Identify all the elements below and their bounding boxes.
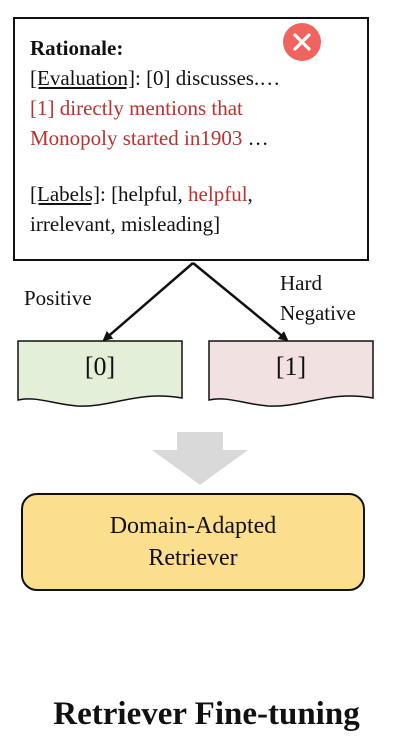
negative-arrow: [192, 262, 289, 342]
evaluation-tag: [Evaluation]: [30, 66, 135, 90]
labels-tag: [Labels]: [30, 182, 100, 206]
highlight-line-1: [1] directly mentions that: [30, 96, 243, 120]
retriever-line-2: Retriever: [148, 545, 238, 571]
hard-negative-label-line1: Hard: [280, 271, 322, 295]
positive-document-label: [0]: [84, 352, 116, 381]
highlight-tail: …: [242, 126, 269, 150]
negative-document-label: [1]: [275, 352, 307, 381]
document-shape: [208, 340, 374, 407]
rationale-heading: Rationale:: [30, 36, 124, 60]
hard-negative-label-line2: Negative: [280, 301, 356, 325]
positive-arrow: [102, 262, 194, 342]
branch-arrows: [102, 262, 289, 342]
labels-line: [Labels]: [helpful, helpful,: [30, 179, 367, 209]
labels-comma: ,: [247, 182, 253, 206]
negative-document: [1]: [208, 340, 374, 408]
evaluation-sep: :: [134, 66, 147, 90]
retriever-line-1: Domain-Adapted: [109, 513, 277, 539]
figure-title: Retriever Fine-tuning: [53, 696, 360, 732]
labels-line-2: irrelevant, misleading]: [30, 212, 221, 236]
labels-sep: :: [99, 182, 112, 206]
highlight-line-2: Monopoly started in1903: [30, 126, 243, 150]
highlight-line-2-row: Monopoly started in1903 …: [30, 123, 367, 153]
positive-document: [0]: [17, 340, 183, 408]
labels-highlight: helpful: [188, 182, 248, 206]
reject-x-icon: [283, 23, 321, 61]
positive-label: Positive: [24, 286, 92, 310]
evaluation-text: [0] discusses.…: [146, 66, 281, 90]
evaluation-line: [Evaluation]: [0] discusses.…: [30, 63, 367, 93]
down-arrow-icon: [152, 432, 248, 485]
labels-open: [helpful,: [111, 182, 189, 206]
document-shape: [17, 340, 183, 407]
domain-adapted-retriever-box: Domain-Adapted Retriever: [21, 493, 365, 591]
